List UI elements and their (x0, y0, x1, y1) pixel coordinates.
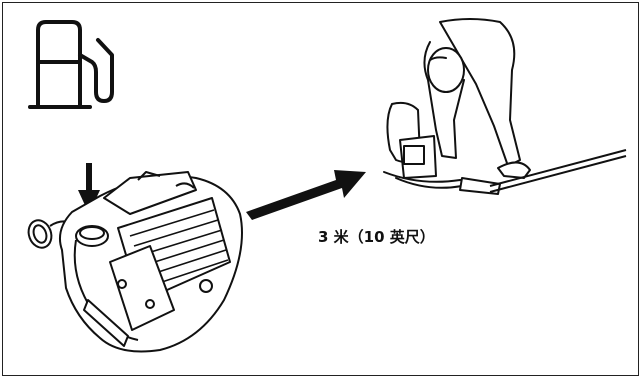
fuel-pump-icon (28, 20, 114, 109)
arrow-right-icon (246, 170, 366, 220)
fuel-cap (27, 219, 77, 249)
engine-unit (59, 171, 243, 353)
operator-figure (383, 18, 531, 195)
distance-label: 3 米（10 英尺） (318, 228, 435, 246)
trimmer-shaft (489, 149, 627, 193)
